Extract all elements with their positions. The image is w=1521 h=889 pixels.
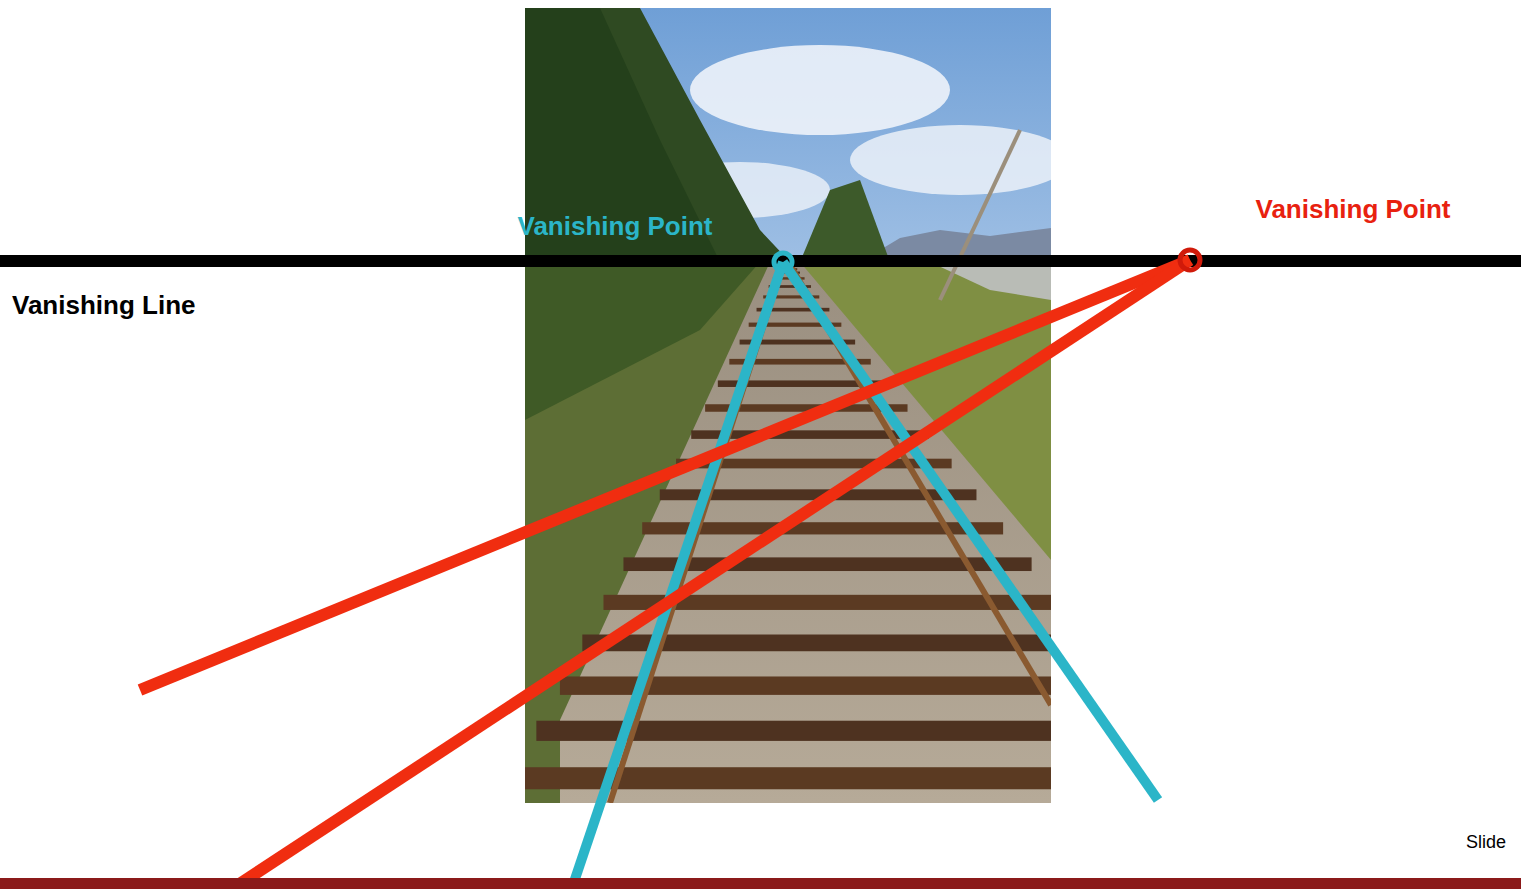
vanishing-line: [0, 255, 1521, 267]
slide-credit: Slide: [1466, 833, 1506, 853]
vanishing-line-label: Vanishing Line: [12, 291, 195, 320]
red-guide: [140, 260, 1190, 690]
vanishing-point-label: Vanishing Point: [1255, 195, 1450, 224]
sleeper: [536, 721, 1051, 741]
vanishing-point-label: Vanishing Point: [517, 212, 712, 241]
red-vanishing-dot: [1180, 250, 1200, 270]
teal-guide: [573, 262, 783, 885]
red-guide: [238, 260, 1190, 885]
teal-vanishing-dot: [774, 253, 792, 271]
footer-bar: [0, 878, 1521, 889]
teal-guide: [783, 262, 1158, 800]
